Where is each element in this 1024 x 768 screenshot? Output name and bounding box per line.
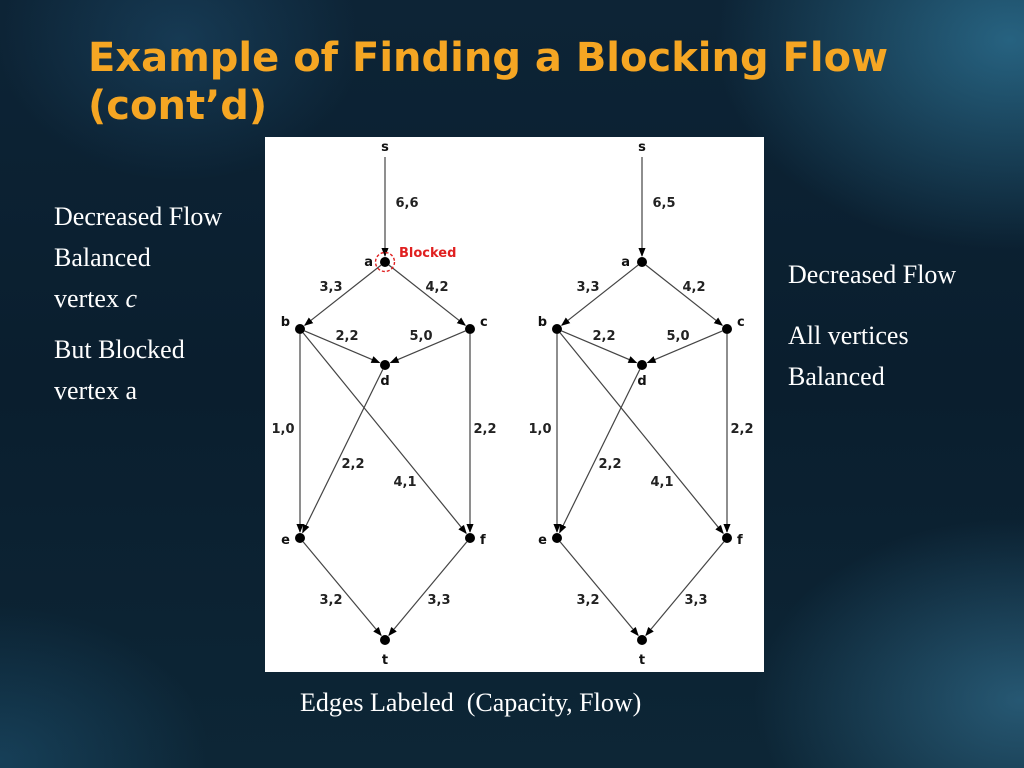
- edge-label-a-c: 4,2: [425, 280, 448, 295]
- node-f: [722, 533, 732, 543]
- edge-label-d-e: 2,2: [598, 457, 621, 472]
- node-label-a: a: [364, 255, 373, 270]
- node-label-f: f: [737, 533, 743, 548]
- node-d: [637, 360, 647, 370]
- node-label-t: t: [639, 653, 645, 668]
- edge-label-caption: Edges Labeled (Capacity, Flow): [300, 688, 642, 717]
- edge-label-f-t: 3,3: [427, 593, 450, 608]
- node-label-b: b: [538, 315, 547, 330]
- node-a: [380, 257, 390, 267]
- edge-c-d: [646, 330, 723, 364]
- edge-b-f: [559, 332, 724, 535]
- left-note-line-3: vertex c: [54, 284, 137, 313]
- edge-label-b-f: 4,1: [393, 475, 416, 490]
- edge-label-f-t: 3,3: [684, 593, 707, 608]
- left-notes-block-2: But Blocked vertex a: [54, 329, 274, 411]
- flow-network-1: 6,6 3,3 4,2 2,2 5,0 1,0 2,2 2,2 4,1 3,2 3,3 s a b c d e f…: [271, 140, 496, 668]
- node-label-c: c: [480, 315, 488, 330]
- edge-b-d: [561, 330, 638, 364]
- blocked-marker-circle: [374, 251, 396, 273]
- edge-label-c-d: 5,0: [409, 329, 432, 344]
- node-a: [637, 257, 647, 267]
- node-e: [295, 533, 305, 543]
- edge-f-t: [388, 541, 468, 637]
- node-b: [295, 324, 305, 334]
- edge-c-d: [389, 330, 466, 364]
- node-label-e: e: [538, 533, 547, 548]
- left-note-vertex-var: c: [125, 284, 138, 313]
- edge-label-s-a: 6,6: [395, 196, 418, 211]
- left-notes: Decreased Flow Balanced vertex c But Blo…: [54, 196, 274, 421]
- left-note-line-1: Decreased Flow: [54, 202, 223, 231]
- edge-b-f: [302, 332, 467, 535]
- edge-label-c-f: 2,2: [473, 422, 496, 437]
- right-notes: Decreased Flow All vertices Balanced: [788, 254, 1018, 407]
- edge-label-e-t: 3,2: [319, 593, 342, 608]
- edge-label-a-b: 3,3: [319, 280, 342, 295]
- node-b: [552, 324, 562, 334]
- edge-a-b: [561, 264, 639, 326]
- edge-label-c-f: 2,2: [730, 422, 753, 437]
- edge-label-d-e: 2,2: [341, 457, 364, 472]
- node-t: [637, 635, 647, 645]
- node-label-a: a: [621, 255, 630, 270]
- left-note-line-3-text: vertex: [54, 284, 126, 313]
- edge-label-s-a: 6,5: [652, 196, 675, 211]
- left-note-line-2: Balanced: [54, 243, 151, 272]
- node-d: [380, 360, 390, 370]
- edge-a-b: [304, 264, 382, 326]
- flow-network-2: 6,5 3,3 4,2 2,2 5,0 1,0 2,2 2,2 4,1 3,2 3,3 s a b c d e f…: [528, 140, 753, 668]
- edge-b-d: [304, 330, 381, 364]
- edge-label-b-d: 2,2: [592, 329, 615, 344]
- node-c: [722, 324, 732, 334]
- node-label-d: d: [637, 374, 646, 389]
- right-note-line-1: Decreased Flow: [788, 260, 957, 289]
- edge-label-a-c: 4,2: [682, 280, 705, 295]
- edge-e-t: [559, 541, 639, 637]
- right-notes-block-2: All vertices Balanced: [788, 315, 1018, 397]
- edge-d-e: [559, 369, 641, 534]
- node-label-f: f: [480, 533, 486, 548]
- node-e: [552, 533, 562, 543]
- node-label-s: s: [638, 140, 646, 155]
- node-label-d: d: [380, 374, 389, 389]
- node-label-c: c: [737, 315, 745, 330]
- edge-e-t: [302, 541, 382, 637]
- edge-label-c-d: 5,0: [666, 329, 689, 344]
- graph-panel: 6,6 3,3 4,2 2,2 5,0 1,0 2,2 2,2 4,1 3,2 3,3 s a b c d e f…: [265, 137, 764, 672]
- edge-a-c: [645, 264, 723, 326]
- slide-title: Example of Finding a Blocking Flow (cont…: [88, 35, 889, 129]
- right-note-line-3: Balanced: [788, 362, 885, 391]
- edge-label-b-e: 1,0: [528, 422, 551, 437]
- edge-f-t: [645, 541, 725, 637]
- node-label-e: e: [281, 533, 290, 548]
- edge-label-b-e: 1,0: [271, 422, 294, 437]
- node-label-t: t: [382, 653, 388, 668]
- node-c: [465, 324, 475, 334]
- edge-a-c: [388, 264, 466, 326]
- edge-label-b-f: 4,1: [650, 475, 673, 490]
- left-note-line-5: vertex a: [54, 376, 138, 405]
- edge-d-e: [302, 369, 384, 534]
- blocked-annotation: Blocked: [399, 246, 456, 261]
- left-notes-block-1: Decreased Flow Balanced vertex c: [54, 196, 274, 319]
- right-note-line-2: All vertices: [788, 321, 909, 350]
- node-label-b: b: [281, 315, 290, 330]
- edge-label-e-t: 3,2: [576, 593, 599, 608]
- flow-network-diagram: 6,6 3,3 4,2 2,2 5,0 1,0 2,2 2,2 4,1 3,2 3,3 s a b c d e f…: [271, 140, 753, 668]
- left-note-line-4: But Blocked: [54, 335, 185, 364]
- edge-label-b-d: 2,2: [335, 329, 358, 344]
- node-label-s: s: [381, 140, 389, 155]
- node-f: [465, 533, 475, 543]
- edge-label-a-b: 3,3: [576, 280, 599, 295]
- node-t: [380, 635, 390, 645]
